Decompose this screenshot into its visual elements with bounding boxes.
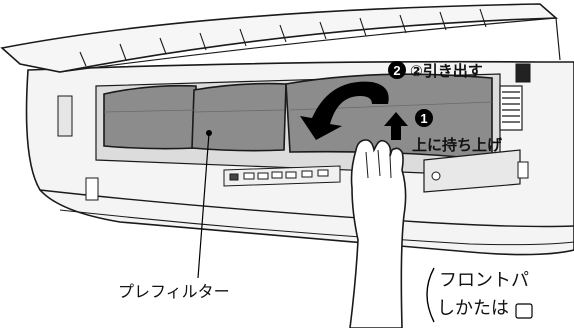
- control-strip: [223, 165, 341, 187]
- right-cover-plate: [423, 149, 521, 193]
- front-panel-inner-edge: [59, 17, 561, 73]
- step-number-icon-2: 2: [388, 61, 406, 79]
- curved-arrow-icon: [300, 81, 389, 140]
- note-bracket: [426, 267, 435, 323]
- left-frame-slot: [57, 95, 73, 137]
- note-icon-box: [515, 303, 533, 319]
- prefilter-left-2: [191, 82, 287, 152]
- step2-label: ②引き出す: [410, 62, 483, 80]
- note-line-2: しかたは: [437, 298, 509, 319]
- step2-marker-text: 2: [393, 63, 400, 78]
- up-arrow-icon: [384, 112, 408, 140]
- step1-marker-text: 1: [420, 111, 427, 126]
- note-line-1: フロントパ: [439, 270, 529, 291]
- hand-finger-lines: [365, 149, 392, 179]
- right-vent-grille: [499, 85, 523, 131]
- prefilter-label: プレフィルター: [118, 282, 230, 301]
- hand-illustration: [349, 139, 407, 328]
- front-panel-ribs: [79, 8, 487, 67]
- step1-label: 上に持ち上げ: [412, 136, 503, 154]
- cover-screw: [431, 171, 441, 181]
- filter-leader-line: [197, 132, 210, 279]
- left-frame-clip: [85, 177, 99, 201]
- right-hinge: [515, 63, 531, 83]
- step-number-icon-1: 1: [415, 109, 433, 127]
- prefilter-left: [103, 84, 197, 150]
- right-latch: [517, 161, 529, 179]
